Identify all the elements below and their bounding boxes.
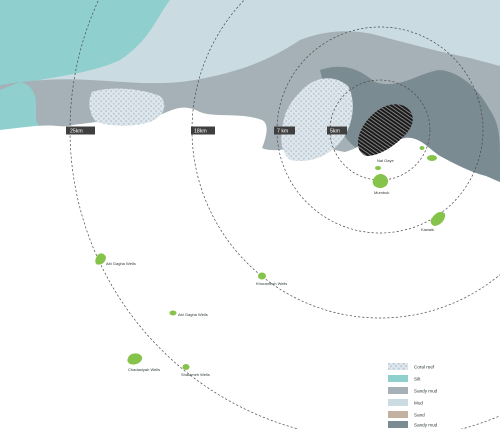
label-mumbuk: Mumbuk bbox=[374, 190, 389, 195]
distance-label-7km: 7 km bbox=[274, 126, 295, 135]
rocky-island bbox=[357, 104, 413, 156]
label-khuramesh: Khuramesh Wells bbox=[256, 281, 287, 286]
legend-label-sandy-mud: Sandy mud bbox=[414, 389, 438, 394]
green-area-abi-gagha-2 bbox=[169, 310, 177, 316]
green-area-east bbox=[427, 155, 437, 161]
ring-7km bbox=[276, 26, 484, 234]
green-area-kawaik bbox=[430, 211, 446, 226]
label-shalameh: Shalameh Wells bbox=[181, 372, 210, 377]
legend: Coral reef Silt Sandy mud Mud Sand Sandy… bbox=[388, 363, 438, 428]
coral-reef-east bbox=[281, 78, 353, 162]
label-chadaolyah: Chadaolyah Wells bbox=[128, 367, 160, 372]
label-abi-gagha-2: Abi Gagha Wells bbox=[178, 312, 208, 317]
green-area-shalameh bbox=[182, 364, 190, 370]
ring-18km bbox=[191, 0, 500, 319]
distance-label-25km: 25km bbox=[66, 126, 95, 135]
legend-swatch-sand bbox=[388, 411, 408, 418]
svg-text:7 km: 7 km bbox=[277, 129, 288, 135]
distance-label-5km: 5km bbox=[327, 126, 347, 135]
label-kawaik: Kawaik bbox=[421, 227, 434, 232]
legend-label-mud: Mud bbox=[414, 401, 423, 406]
legend-label-sand: Sand bbox=[414, 413, 425, 418]
green-area-mumbuk-north bbox=[375, 166, 381, 170]
green-features bbox=[95, 146, 446, 370]
legend-swatch-mud bbox=[388, 399, 408, 406]
green-area-coast bbox=[419, 146, 425, 150]
legend-swatch-sandy-mud bbox=[388, 387, 408, 394]
silt-zone-north bbox=[0, 0, 170, 90]
green-area-abi-gagha bbox=[95, 253, 106, 265]
legend-swatch-silt bbox=[388, 375, 408, 382]
legend-label-coral-reef: Coral reef bbox=[414, 365, 435, 370]
legend-swatch-sandy-mud-dark bbox=[388, 421, 408, 428]
legend-label-silt: Silt bbox=[414, 377, 421, 382]
coral-reef-west bbox=[89, 88, 165, 126]
label-abi-gagha: Abi Gagha Wells bbox=[106, 261, 136, 266]
green-area-chadaolyah bbox=[127, 353, 143, 365]
distance-label-18km: 18km bbox=[191, 126, 215, 135]
legend-label-sandy-mud-dark: Sandy mud bbox=[414, 423, 438, 428]
svg-text:5km: 5km bbox=[330, 129, 340, 135]
svg-text:18km: 18km bbox=[194, 129, 207, 135]
green-area-khuramesh bbox=[258, 272, 266, 280]
legend-swatch-coral-reef bbox=[388, 363, 408, 370]
land-mass bbox=[0, 107, 500, 429]
svg-text:25km: 25km bbox=[70, 129, 83, 135]
label-nai-gaye: Nai Gaye bbox=[377, 158, 394, 163]
green-area-mumbuk bbox=[372, 174, 389, 189]
sandy-mud-lagoon bbox=[55, 93, 96, 126]
